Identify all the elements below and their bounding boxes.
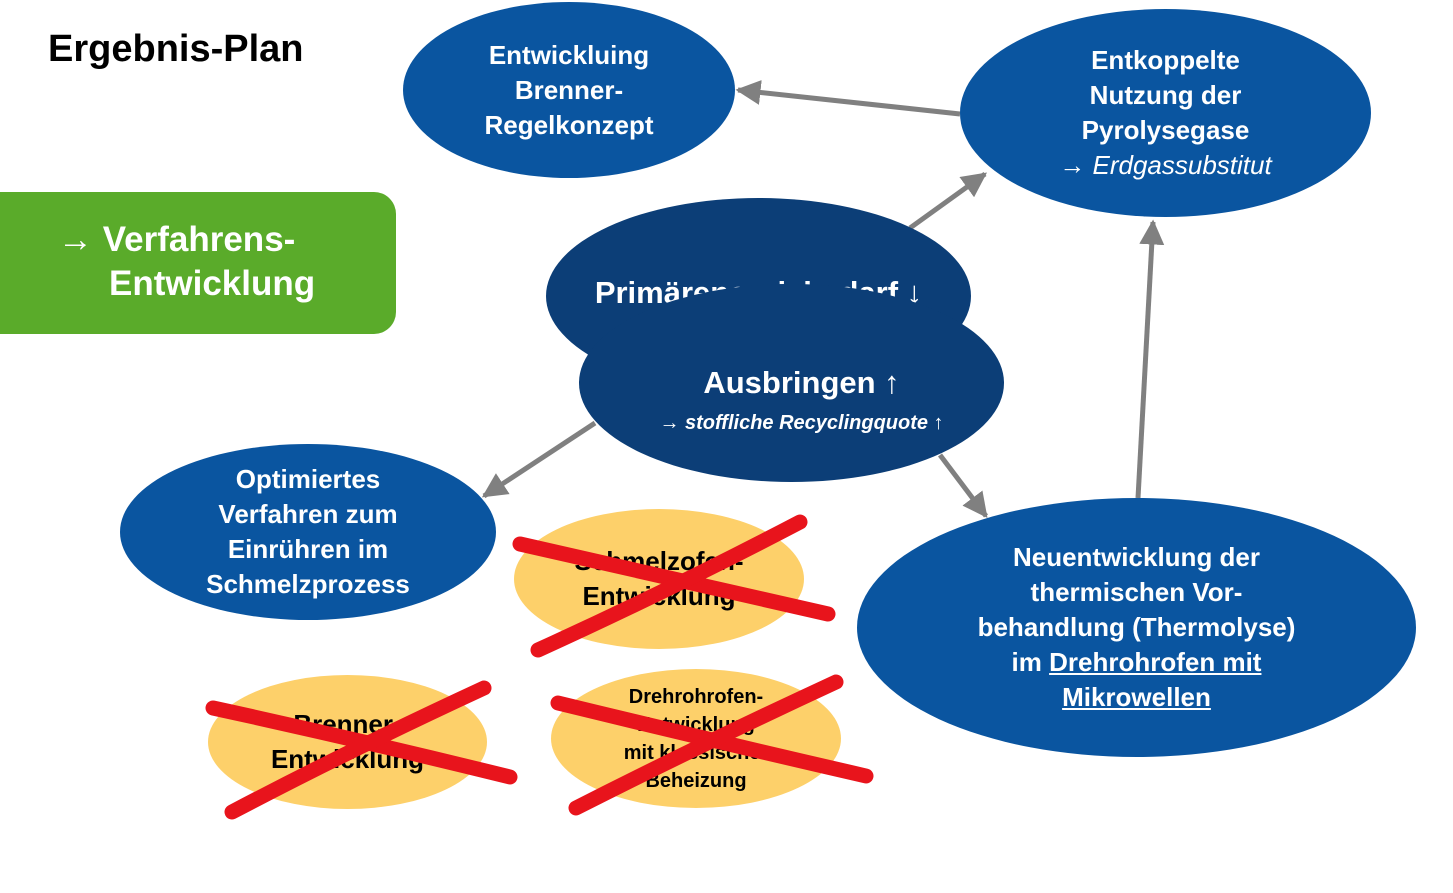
verfahrens-entwicklung-box: → Verfahrens- Entwicklung — [0, 192, 396, 334]
node-drehrohrofen-entwicklung: Drehrohrofen- Entwicklung mit klassische… — [551, 669, 841, 808]
arrow-ausbringen-to-neuentwicklung — [938, 453, 988, 518]
node-text: Entwickluing — [488, 39, 650, 70]
arrow-ausbringen-to-optimiertes — [481, 420, 597, 499]
node-subtext: → Erdgassubstitut — [1059, 150, 1272, 180]
node-text: thermischen Vor- — [1030, 577, 1243, 607]
node-text: Nutzung der — [1089, 80, 1242, 110]
green-box-line2: Entwicklung — [109, 264, 316, 303]
node-entkoppelte-nutzung: Entkoppelte Nutzung der Pyrolysegase → E… — [960, 9, 1371, 217]
page-title: Ergebnis-Plan — [48, 28, 304, 70]
node-text: Entwicklung — [582, 581, 736, 611]
node-brenner-entwicklung: Brenner- Entwicklung — [208, 675, 487, 809]
node-text: Schmelzprozess — [206, 569, 410, 599]
arrow-neuentwicklung-to-entkoppelte — [1135, 219, 1165, 499]
node-brenner-regelkonzept: Entwickluing Brenner- Regelkonzept — [403, 2, 735, 178]
node-text: Entkoppelte — [1091, 45, 1240, 75]
node-text: Verfahren zum — [218, 499, 398, 529]
node-text: Brenner- — [514, 74, 624, 105]
node-text: Entwicklung — [637, 713, 755, 736]
node-text: Regelkonzept — [484, 109, 654, 140]
node-text: Optimiertes — [235, 464, 381, 494]
node-neuentwicklung: Neuentwicklung der thermischen Vor- beha… — [857, 498, 1416, 757]
node-text-line4: im Drehrohrofen mit — [1012, 645, 1262, 680]
node-text: im — [1011, 647, 1050, 677]
node-link-text: Mikrowellen — [1062, 682, 1211, 712]
node-link-text: Drehrohrofen mit — [1049, 647, 1262, 677]
node-text: Brenner- — [293, 709, 402, 739]
arrow-entkoppelte-to-regelkonzept — [735, 79, 961, 117]
node-text: Schmelzofen- — [574, 546, 744, 576]
node-text: mit klassischer — [623, 741, 769, 764]
node-optimiertes-verfahren: Optimiertes Verfahren zum Einrühren im S… — [120, 444, 496, 620]
node-text: Einrühren im — [227, 534, 389, 564]
node-ausbringen: Ausbringen ↑ → stoffliche Recyclingquote… — [579, 284, 1004, 482]
node-text: Pyrolysegase — [1081, 115, 1250, 145]
node-text: Neuentwicklung der — [1012, 542, 1261, 572]
node-text: Drehrohrofen- — [628, 685, 764, 708]
node-text: behandlung (Thermolyse) — [977, 612, 1296, 642]
green-box-line1: → Verfahrens- — [58, 220, 296, 259]
node-text: Beheizung — [645, 769, 747, 792]
arrow-primaer-to-entkoppelte — [908, 171, 988, 231]
node-schmelzofen-entwicklung: Schmelzofen- Entwicklung — [514, 509, 804, 649]
node-text: Ausbringen ↑ — [703, 365, 900, 400]
node-text: Entwicklung — [270, 744, 425, 774]
node-subtext: → stoffliche Recyclingquote ↑ — [659, 412, 944, 434]
